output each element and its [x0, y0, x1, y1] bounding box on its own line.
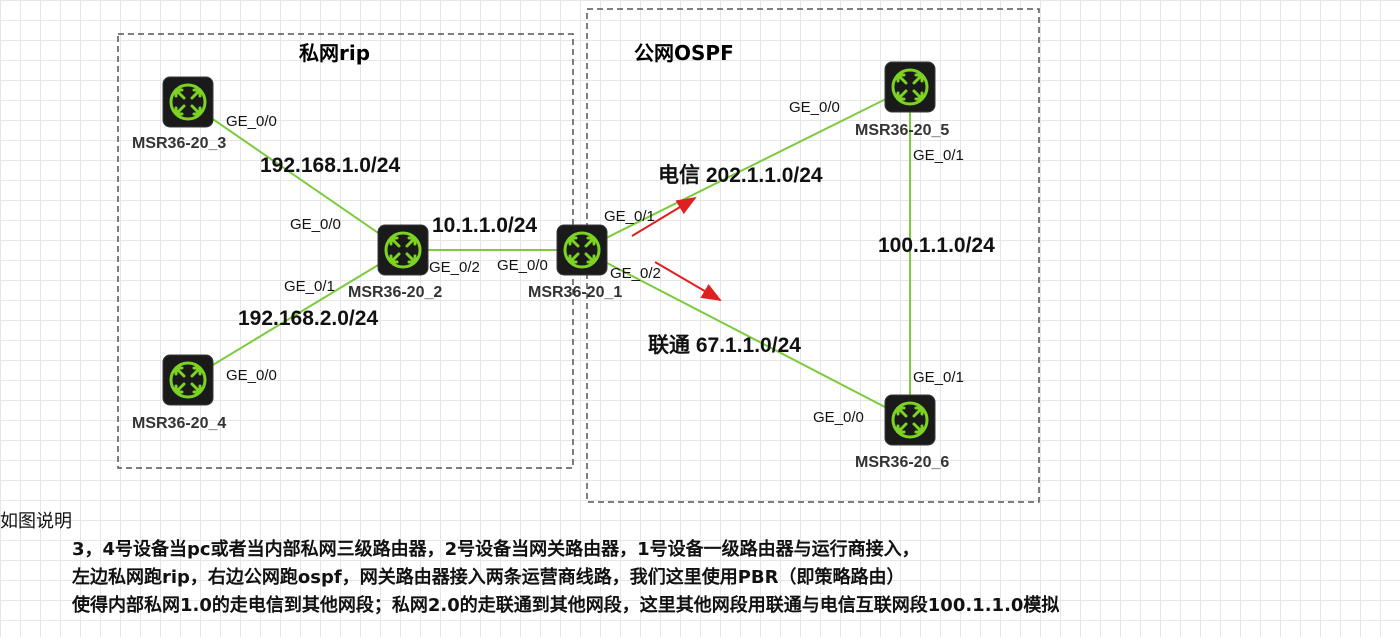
- port-label-r1-ge02: GE_0/2: [610, 265, 661, 282]
- port-label-r4-ge00: GE_0/0: [226, 367, 277, 384]
- subnet-label-r1-r6: 联通 67.1.1.0/24: [648, 334, 801, 357]
- port-label-r2-ge00: GE_0/0: [290, 216, 341, 233]
- router-icon: [161, 353, 215, 407]
- port-label-r5-ge00: GE_0/0: [789, 99, 840, 116]
- port-label-r2-ge02: GE_0/2: [429, 259, 480, 276]
- public-zone-title: 公网OSPF: [634, 41, 734, 65]
- router-icon: [883, 393, 937, 447]
- link-r1-r6: [581, 249, 911, 421]
- subnet-label-r2-r1: 10.1.1.0/24: [432, 214, 537, 237]
- description-block: 如图说明 3，4号设备当pc或者当内部私网三级路由器，2号设备当网关路由器，1号…: [0, 508, 1400, 620]
- device-name-r4: MSR36-20_4: [132, 415, 226, 432]
- device-name-r2: MSR36-20_2: [348, 284, 442, 301]
- subnet-label-r3-r2: 192.168.1.0/24: [260, 154, 400, 177]
- router-r1[interactable]: [555, 223, 609, 277]
- router-r3[interactable]: [161, 75, 215, 129]
- network-topology-diagram: 私网rip 公网OSPF MSR36-20_3 MSR36-20_4 MSR36…: [117, 8, 1040, 503]
- device-name-r3: MSR36-20_3: [132, 135, 226, 152]
- private-zone-title: 私网rip: [299, 41, 370, 65]
- subnet-label-r1-r5: 电信 202.1.1.0/24: [658, 163, 823, 187]
- router-icon: [555, 223, 609, 277]
- port-label-r1-ge01: GE_0/1: [604, 208, 655, 225]
- router-r4[interactable]: [161, 353, 215, 407]
- description-heading: 如图说明: [0, 511, 72, 532]
- link-r3-r2: [187, 101, 404, 251]
- router-icon: [883, 60, 937, 114]
- link-r4-r2: [187, 249, 404, 381]
- device-name-r5: MSR36-20_5: [855, 122, 949, 139]
- link-r1-r5: [581, 86, 911, 251]
- router-icon: [161, 75, 215, 129]
- pbr-arrow-unicom: [654, 261, 722, 302]
- description-line-1: 3，4号设备当pc或者当内部私网三级路由器，2号设备当网关路由器，1号设备一级路…: [72, 539, 920, 560]
- port-label-r3-ge00: GE_0/0: [226, 113, 277, 130]
- port-label-r1-ge00: GE_0/0: [497, 257, 548, 274]
- device-name-r6: MSR36-20_6: [855, 454, 949, 471]
- router-icon: [376, 223, 430, 277]
- router-r5[interactable]: [883, 60, 937, 114]
- pbr-arrow-telecom: [631, 196, 697, 237]
- subnet-label-r4-r2: 192.168.2.0/24: [238, 307, 378, 330]
- subnet-label-r5-r6: 100.1.1.0/24: [878, 234, 995, 257]
- port-label-r6-ge00: GE_0/0: [813, 409, 864, 426]
- router-r6[interactable]: [883, 393, 937, 447]
- description-line-3: 使得内部私网1.0的走电信到其他网段；私网2.0的走联通到其他网段，这里其他网段…: [72, 595, 1060, 616]
- port-label-r6-ge01: GE_0/1: [913, 369, 964, 386]
- device-name-r1: MSR36-20_1: [528, 284, 622, 301]
- description-line-2: 左边私网跑rip，右边公网跑ospf，网关路由器接入两条运营商线路，我们这里使用…: [72, 567, 905, 588]
- router-r2[interactable]: [376, 223, 430, 277]
- port-label-r2-ge01: GE_0/1: [284, 278, 335, 295]
- port-label-r5-ge01: GE_0/1: [913, 147, 964, 164]
